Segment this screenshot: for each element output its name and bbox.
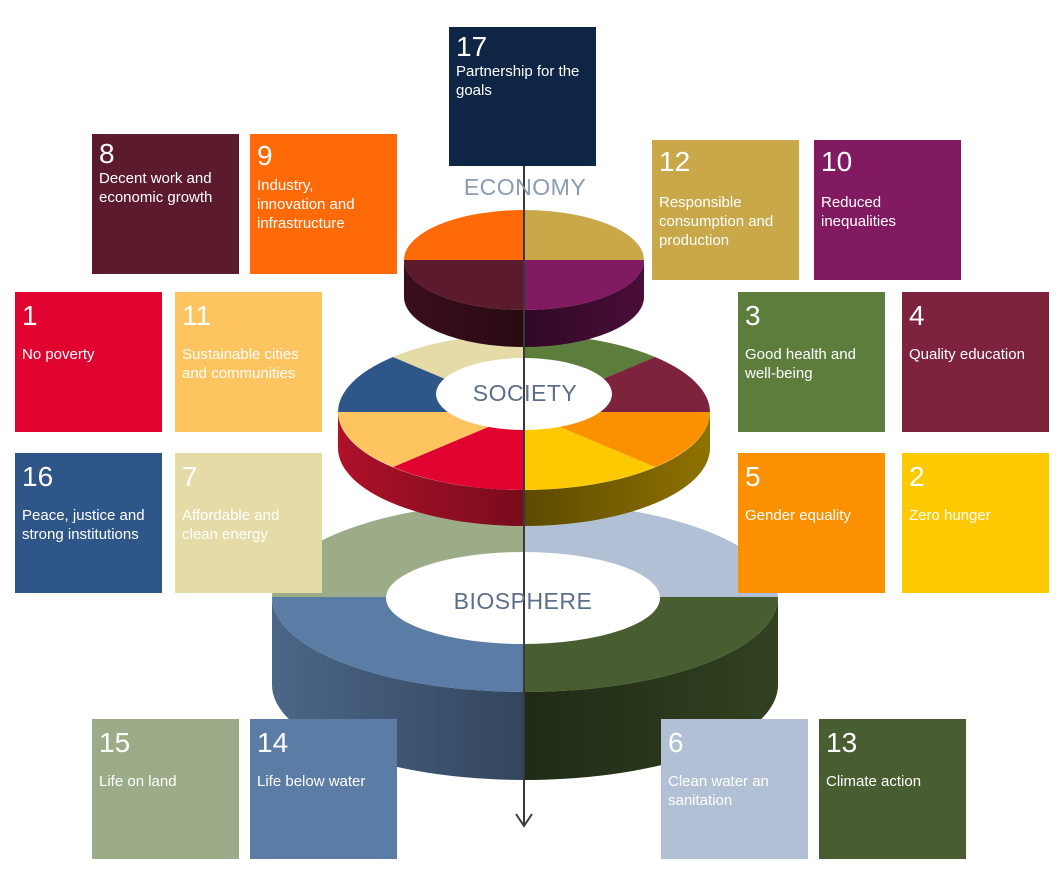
- goal-label: Decent work and economic growth: [99, 170, 213, 206]
- goal-tile-16: 16 Peace, justice and strong institution…: [15, 453, 162, 593]
- goal-tile-10: 10 Reduced inequalities: [814, 140, 961, 280]
- society-slice-1: [393, 412, 524, 490]
- goal-label: Responsible consumption and production: [659, 194, 774, 249]
- goal-label: Peace, justice and strong institutions: [22, 507, 145, 543]
- economy-layer: [404, 210, 644, 347]
- goal-number: 9: [257, 140, 273, 171]
- goal-number: 8: [99, 138, 115, 169]
- goal-tile-4: 4 Quality education: [902, 292, 1049, 432]
- goal-tile-1: 1 No poverty: [15, 292, 162, 432]
- goal-number: 15: [99, 727, 131, 758]
- goal-number: 5: [745, 461, 761, 492]
- goal-label: Good health and well-being: [745, 346, 856, 382]
- economy-layer-label: ECONOMY: [463, 174, 587, 200]
- goal-tile-2: 2 Zero hunger: [902, 453, 1049, 593]
- economy-slice-12: [524, 210, 644, 260]
- society-layer-label: SOCIETY: [472, 380, 578, 406]
- goal-label: Affordable and clean energy: [182, 507, 280, 543]
- society-slice-11: [338, 412, 524, 467]
- goal-tile-14: 14 Life below water: [250, 719, 397, 859]
- goal-number: 2: [909, 461, 925, 492]
- goal-number: 17: [456, 31, 488, 62]
- goal-number: 16: [22, 461, 54, 492]
- goal-tile-6: 6 Clean water an sanitation: [661, 719, 808, 859]
- goal-label: Reduced inequalities: [821, 194, 897, 230]
- goal-number: 7: [182, 461, 198, 492]
- goal-tile-5: 5 Gender equality: [738, 453, 885, 593]
- goal-label: Zero hunger: [909, 507, 991, 524]
- goal-tile-12: 12 Responsible consumption and productio…: [652, 140, 799, 280]
- goal-number: 6: [668, 727, 684, 758]
- goal-number: 13: [826, 727, 858, 758]
- goal-tile-9: 9 Industry, innovation and infrastructur…: [250, 134, 397, 274]
- biosphere-layer-label: BIOSPHERE: [453, 588, 593, 614]
- goal-number: 14: [257, 727, 289, 758]
- goal-tile-7: 7 Affordable and clean energy: [175, 453, 322, 593]
- goal-number: 1: [22, 300, 38, 331]
- society-slice-2: [524, 412, 655, 490]
- goal-tile-17: 17 Partnership for the goals: [449, 27, 596, 166]
- goal-label: Clean water an sanitation: [668, 773, 769, 809]
- goal-number: 3: [745, 300, 761, 331]
- goal-label: Sustainable cities and communities: [182, 346, 299, 382]
- down-arrow-icon: [515, 813, 533, 828]
- goal-tile-11: 11 Sustainable cities and communities: [175, 292, 322, 432]
- goal-label: Climate action: [826, 773, 922, 790]
- society-slice-5: [524, 412, 710, 467]
- goal-tile-8: 8 Decent work and economic growth: [92, 134, 239, 274]
- biosphere-layer: [272, 502, 778, 780]
- goal-label: Industry, innovation and infrastructure: [257, 177, 355, 232]
- goal-label: Partnership for the goals: [456, 63, 580, 99]
- goal-number: 4: [909, 300, 925, 331]
- economy-slice-8: [404, 260, 524, 310]
- economy-slice-9: [404, 210, 524, 260]
- goal-number: 12: [659, 146, 691, 177]
- goal-tile-3: 3 Good health and well-being: [738, 292, 885, 432]
- economy-slice-10: [524, 260, 644, 310]
- goal-number: 11: [182, 300, 212, 331]
- goal-label: No poverty: [22, 346, 95, 363]
- goal-label: Life below water: [257, 773, 366, 790]
- goal-tile-15: 15 Life on land: [92, 719, 239, 859]
- goal-label: Quality education: [909, 346, 1025, 363]
- goal-tile-13: 13 Climate action: [819, 719, 966, 859]
- goal-label: Life on land: [99, 773, 177, 790]
- goal-number: 10: [821, 146, 853, 177]
- goal-label: Gender equality: [745, 507, 851, 524]
